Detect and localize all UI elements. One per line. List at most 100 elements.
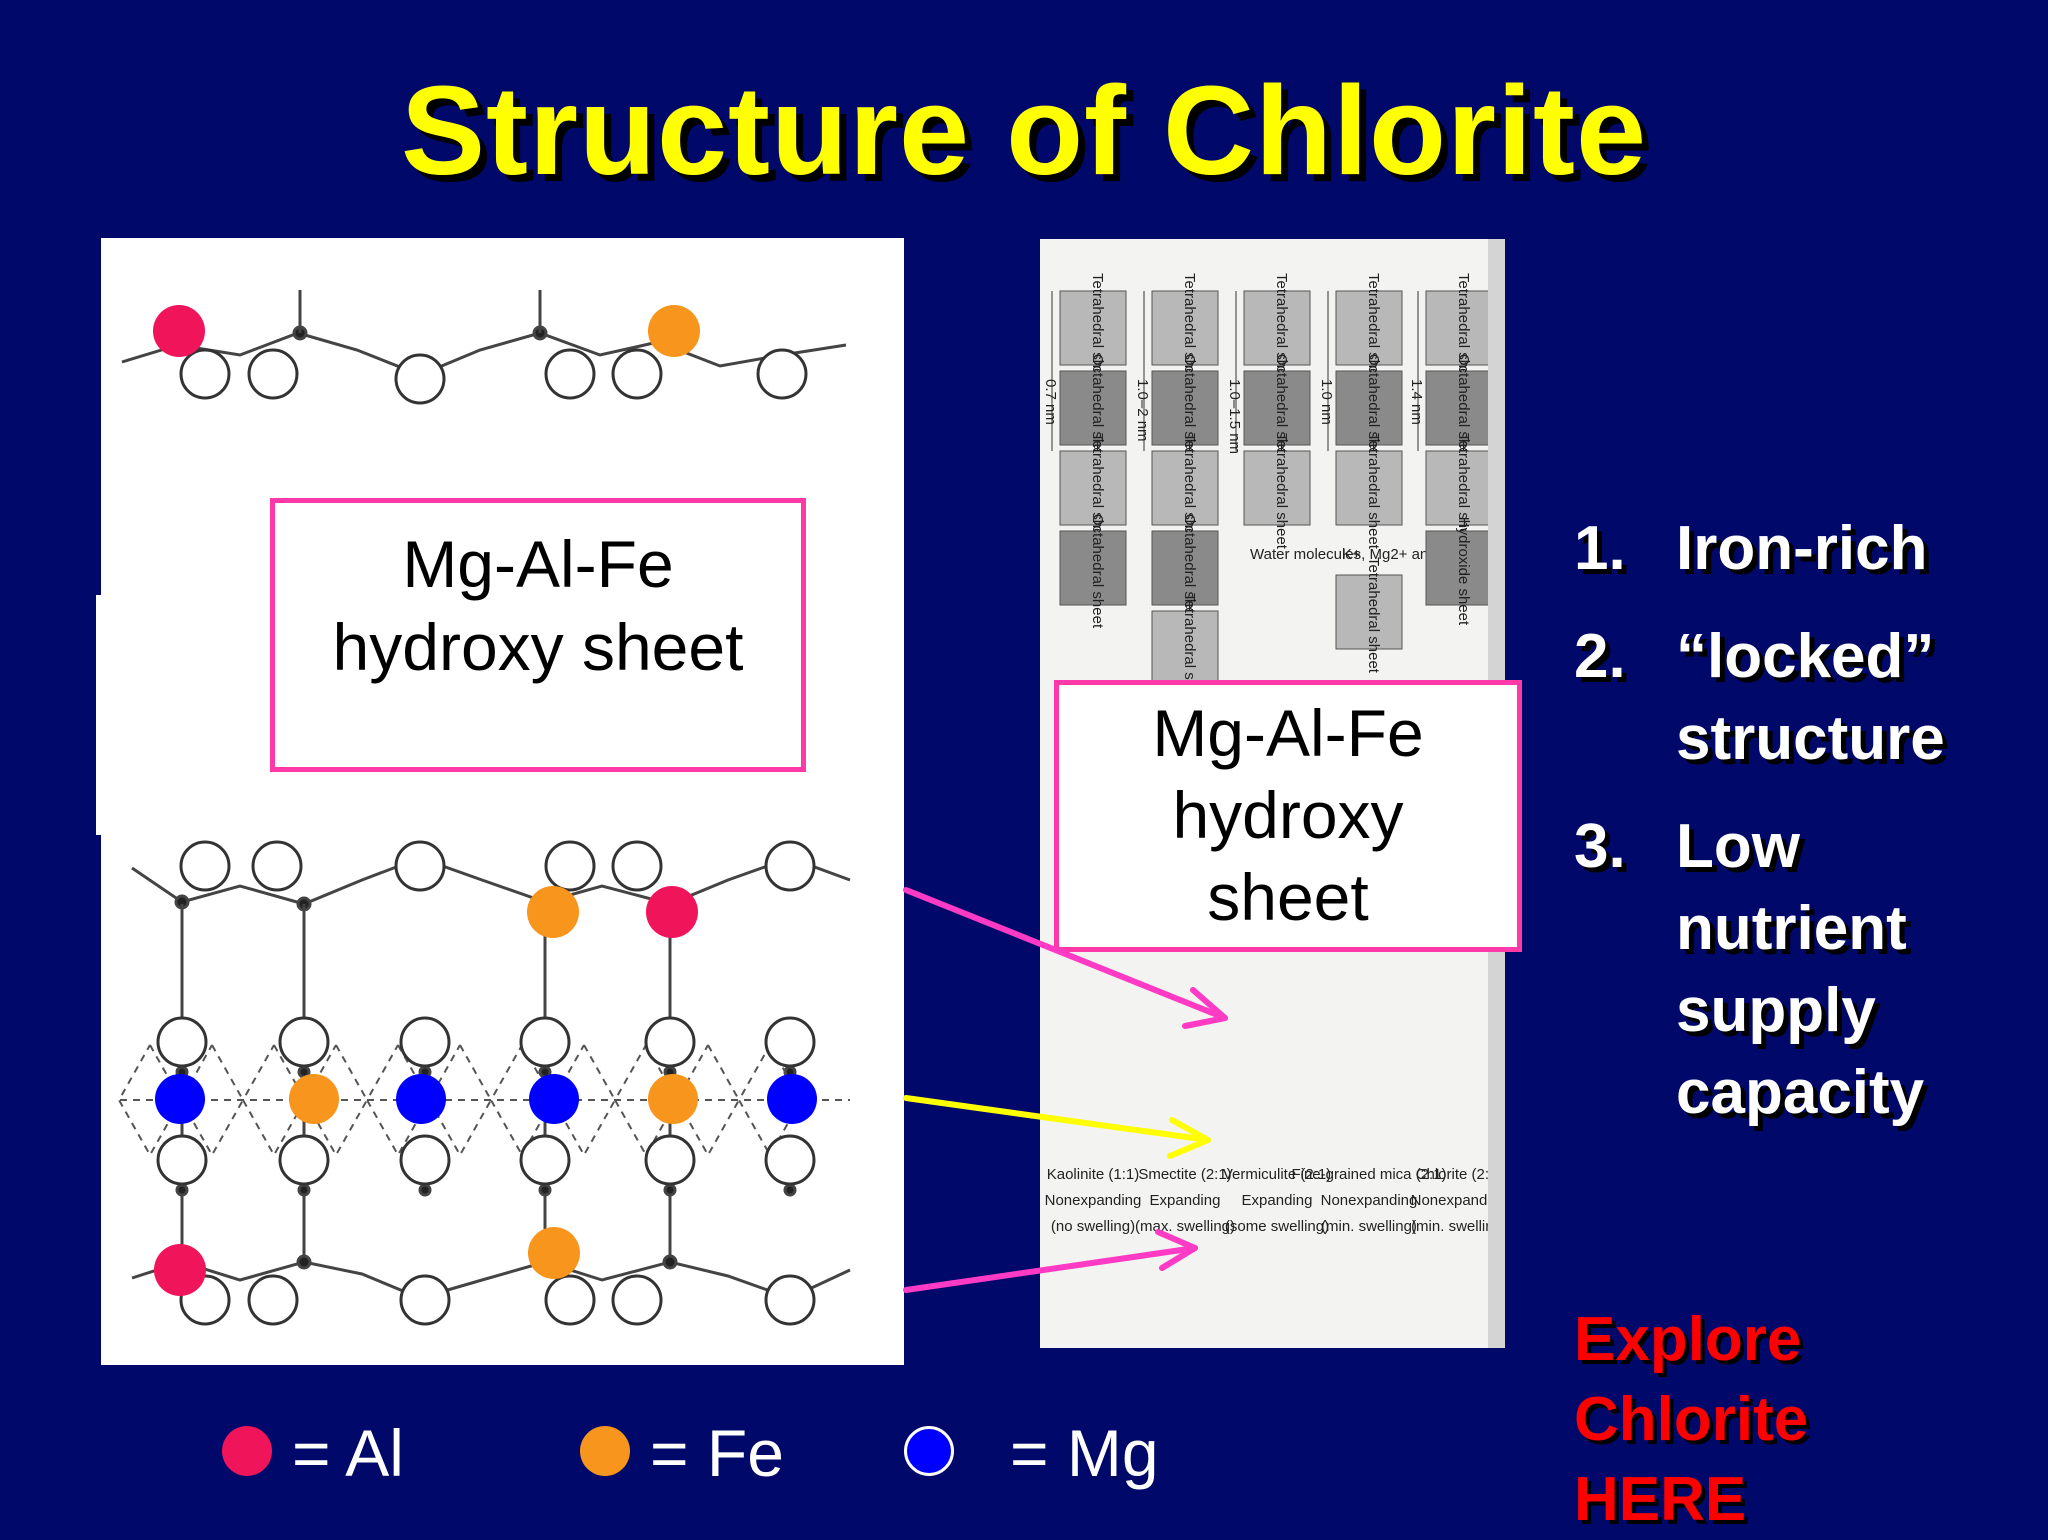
bond-node	[783, 1183, 797, 1197]
oxygen-atom	[611, 348, 663, 400]
sheet-label: Octahedral sheet	[1089, 514, 1106, 629]
oxygen-atom	[544, 1274, 596, 1326]
spacing-label: 1.0–2 nm	[1134, 379, 1151, 442]
oxygen-atom	[611, 840, 663, 892]
list-text: capacity	[1676, 1058, 1925, 1127]
oxygen-atom	[399, 1016, 451, 1068]
bond-node	[662, 1254, 678, 1270]
spacing-label: 1.4 nm	[1408, 379, 1425, 425]
oxygen-atom	[179, 348, 231, 400]
caption-label: Kaolinite (1:1)	[1047, 1166, 1140, 1183]
oxygen-atom	[179, 840, 231, 892]
slide-title: Structure of Chlorite	[400, 60, 1648, 201]
sheet-block	[1425, 290, 1493, 366]
list-item: 2. “locked” structure	[1570, 616, 1945, 780]
sheet-label: Tetrahedral sheet	[1455, 433, 1472, 550]
explore-link-line: HERE	[1574, 1465, 1747, 1534]
sheet-label: Tetrahedral sheet	[1181, 273, 1198, 390]
sheet-block	[1335, 574, 1403, 650]
spacing-label: 1.0 nm	[1318, 379, 1335, 425]
fe-atom	[648, 1074, 698, 1124]
oxygen-atom	[764, 1274, 816, 1326]
oxygen-atom	[764, 1134, 816, 1186]
bond-node	[175, 1183, 189, 1197]
fe-dot-icon	[580, 1426, 630, 1476]
list-text: “locked”	[1676, 622, 1935, 691]
sheet-block	[1335, 370, 1403, 446]
sheet-label: Tetrahedral sheet	[1273, 433, 1290, 550]
al-dot-icon	[222, 1426, 272, 1476]
sheet-label: Octahedral sheet	[1181, 354, 1198, 469]
mg-atom	[155, 1074, 205, 1124]
sheet-block	[1425, 530, 1493, 606]
sheet-label: Tetrahedral sheet	[1365, 273, 1382, 390]
caption-label: Expanding	[1242, 1192, 1313, 1209]
sheet-block	[1425, 450, 1493, 526]
list-text: nutrient	[1676, 894, 1907, 963]
oxygen-atom	[394, 840, 446, 892]
oxygen-atom	[247, 348, 299, 400]
sheet-label: Octahedral sheet	[1455, 354, 1472, 469]
caption-label: Smectite (2:1)	[1138, 1166, 1231, 1183]
list-number: 1.	[1574, 514, 1626, 583]
caption-label: (no swelling)	[1051, 1218, 1135, 1235]
oxygen-atom	[644, 1134, 696, 1186]
silica-chain	[121, 331, 847, 377]
oxygen-atom	[156, 1016, 208, 1068]
silica-chain	[131, 856, 851, 906]
list-text: structure	[1676, 704, 1945, 773]
sheet-block	[1335, 450, 1403, 526]
bond-node	[296, 1254, 312, 1270]
sheet-block	[1151, 290, 1219, 366]
al-atom	[154, 1244, 206, 1296]
sheet-block	[1335, 290, 1403, 366]
fe-atom	[528, 1227, 580, 1279]
oxygen-atom	[156, 1134, 208, 1186]
legend-label: = Fe	[650, 1416, 784, 1490]
explore-link-line: Chlorite	[1574, 1385, 1809, 1454]
spacing-label: 0.7 nm	[1042, 379, 1059, 425]
mg-atom	[396, 1074, 446, 1124]
mg-atom	[767, 1074, 817, 1124]
sheet-label: Hydroxide sheet	[1455, 517, 1472, 626]
lattice-line	[427, 1044, 493, 1158]
sheet-label: Octahedral sheet	[1181, 514, 1198, 629]
sheet-block	[1059, 370, 1127, 446]
sheet-block	[1059, 450, 1127, 526]
key-points-list: 1. Iron-rich 2. “locked” structure 3. Lo…	[1570, 508, 1945, 1160]
list-item: 3. Low nutrient supply capacity	[1570, 806, 1945, 1134]
list-text: supply	[1676, 976, 1876, 1045]
legend-label: = Al	[292, 1416, 404, 1490]
oxygen-atom	[278, 1016, 330, 1068]
list-item: 1. Iron-rich	[1570, 508, 1945, 590]
caption-label: (min. swelling)	[1411, 1218, 1505, 1235]
oxygen-atom	[399, 1274, 451, 1326]
sheet-block	[1059, 290, 1127, 366]
hydroxy-label-line: Mg-Al-Fe	[402, 527, 674, 601]
sheet-block	[1151, 450, 1219, 526]
hydroxy-label-line: Mg-Al-Fe	[1152, 696, 1424, 770]
explore-chlorite-link[interactable]: Explore Chlorite HERE	[1574, 1300, 1808, 1540]
caption-label: (min. swelling)	[1321, 1218, 1417, 1235]
caption-label: Nonexpanding	[1411, 1192, 1505, 1209]
oxygen-atom	[519, 1016, 571, 1068]
sheet-block	[1243, 450, 1311, 526]
explore-link-line: Explore	[1574, 1305, 1802, 1374]
list-text: Iron-rich	[1676, 514, 1928, 583]
sheet-block	[1243, 370, 1311, 446]
caption-label: Fine-grained mica (2:1)	[1291, 1166, 1446, 1183]
oxygen-atom	[544, 840, 596, 892]
fe-atom	[289, 1074, 339, 1124]
sheet-label: Tetrahedral sheet	[1273, 273, 1290, 390]
caption-label: Nonexpanding	[1045, 1192, 1142, 1209]
lattice-line	[241, 1044, 307, 1158]
interlayer-label: K+	[1342, 546, 1361, 563]
sheet-block	[1151, 530, 1219, 606]
sheet-label: Tetrahedral sheet	[1181, 433, 1198, 550]
hydroxy-sheet-label-left: Mg-Al-Fe hydroxy sheet	[270, 498, 806, 772]
caption-label: Vermiculite (2:1)	[1223, 1166, 1331, 1183]
